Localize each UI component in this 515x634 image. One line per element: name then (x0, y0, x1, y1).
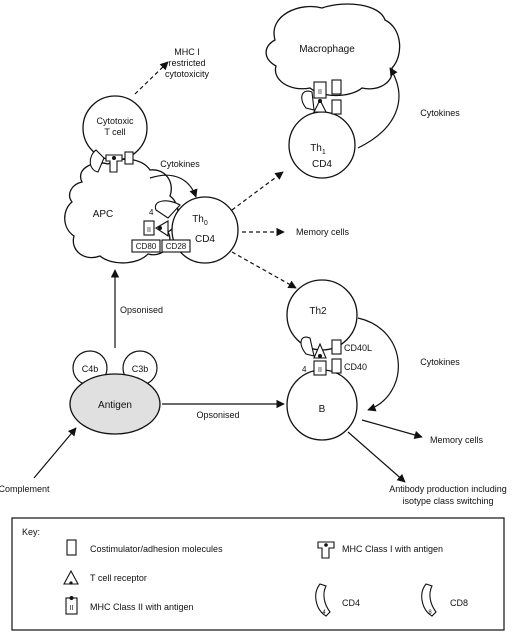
th1-antigen (318, 99, 322, 103)
th0-cell (171, 196, 239, 264)
key-mhc1-dot (324, 543, 328, 547)
th2-cd4-num: 4 (302, 365, 307, 374)
cd80-label: CD80 (136, 242, 157, 251)
macrophage-mhc2-glyph: II (318, 89, 322, 96)
th0-cd4-num: 4 (149, 208, 154, 217)
key-cd4-glyph: 4 (322, 610, 326, 616)
antibody-label-line2: isotype class switching (402, 496, 493, 506)
cytotoxic-antigen (112, 156, 116, 160)
key-mhc2-label: MHC Class II with antigen (90, 602, 194, 612)
th2-label: Th2 (309, 306, 327, 317)
th0-label: Th0 (192, 214, 208, 227)
cytotoxic-label-line1: Cytotoxic (96, 116, 134, 126)
key-mhc1-icon (317, 541, 335, 559)
th2-cd4 (300, 336, 315, 357)
cytokines-b-label: Cytokines (420, 357, 460, 367)
memory-cells-b-label: Memory cells (430, 435, 484, 445)
th2-antigen (318, 354, 322, 358)
arrow-cytokines-apc (149, 174, 198, 198)
th1-cd4 (301, 90, 315, 111)
cd28-box (161, 239, 191, 253)
macrophage-label: Macrophage (299, 44, 355, 55)
th1-tcr (313, 98, 327, 113)
cytokines-apc-label: Cytokines (160, 159, 200, 169)
apc-mhc2 (143, 220, 155, 236)
key-cd8-glyph: 8 (428, 610, 432, 616)
key-mhc1-label: MHC Class I with antigen (342, 544, 443, 554)
arrow-mhc1-dashed (134, 61, 169, 95)
b-label: B (319, 404, 326, 415)
memory-cells-th0-label: Memory cells (296, 227, 350, 237)
arrow-cytokines-macrophage (357, 67, 400, 149)
cd40-box (331, 358, 342, 374)
b-mhc2-glyph: II (318, 367, 322, 374)
arrow-b-memory (361, 419, 423, 439)
key-mhc2-glyph: II (70, 605, 74, 612)
c4b-label: C4b (82, 364, 99, 374)
key-mhc2-dot (69, 596, 74, 600)
key-cd8-label: CD8 (450, 598, 468, 608)
cytotoxic-mhc1 (105, 154, 123, 173)
th1-cd4-label: CD4 (312, 159, 332, 170)
cytotoxic-cd8 (89, 149, 105, 173)
opsonised-vertical-label: Opsonised (120, 305, 163, 315)
key-tcr-label: T cell receptor (90, 573, 147, 583)
macrophage-mhc2 (313, 81, 327, 99)
cytokines-macrophage-label: Cytokines (420, 108, 460, 118)
key-cd4-icon (315, 583, 331, 617)
th1-label: Th1 (310, 143, 326, 156)
cd28-label: CD28 (166, 242, 187, 251)
antibody-label-line1: Antibody production including (389, 484, 507, 494)
mhc1-label-line3: cytotoxicity (165, 69, 210, 79)
mhc1-label-line1: MHC I (174, 47, 200, 57)
complement-label: Complement (0, 484, 50, 494)
macrophage-costim (331, 79, 342, 95)
th0-cd4-label: CD4 (195, 234, 215, 245)
th1-costim (331, 99, 342, 115)
cd40l-label: CD40L (344, 343, 372, 353)
antigen-label: Antigen (98, 400, 132, 411)
key-box (11, 517, 505, 631)
apc-label: APC (93, 209, 114, 220)
key-costim-icon (66, 539, 77, 556)
key-costim-label: Costimulator/adhesion molecules (90, 544, 223, 554)
key-cd4-label: CD4 (342, 598, 360, 608)
cytotoxic-label-line2: T cell (104, 127, 125, 137)
opsonised-horizontal-label: Opsonised (196, 410, 239, 420)
cd40-label: CD40 (344, 362, 367, 372)
cd40l-box (331, 339, 342, 355)
arrow-th0-to-th2 (231, 251, 297, 289)
th0-tcr (154, 220, 169, 238)
c3b-label: C3b (132, 364, 149, 374)
th0-antigen (158, 226, 162, 230)
arrow-cytokines-b (357, 317, 399, 412)
arrow-th0-to-th1 (231, 171, 284, 211)
th0-cd4 (154, 200, 181, 219)
apc-mhc2-glyph: II (147, 227, 151, 234)
mhc1-label-line2: restricted (168, 58, 205, 68)
key-cd8-icon (421, 583, 437, 617)
cytotoxic-costim (124, 151, 134, 165)
antigen-shape (69, 373, 161, 435)
arrow-b-antibody (347, 431, 406, 483)
cd80-box (131, 239, 161, 253)
key-title: Key: (22, 527, 40, 537)
key-tcr-dot (69, 581, 73, 585)
b-mhc2 (313, 360, 327, 376)
arrow-complement (33, 427, 77, 479)
macrophage-cell (265, 3, 401, 97)
